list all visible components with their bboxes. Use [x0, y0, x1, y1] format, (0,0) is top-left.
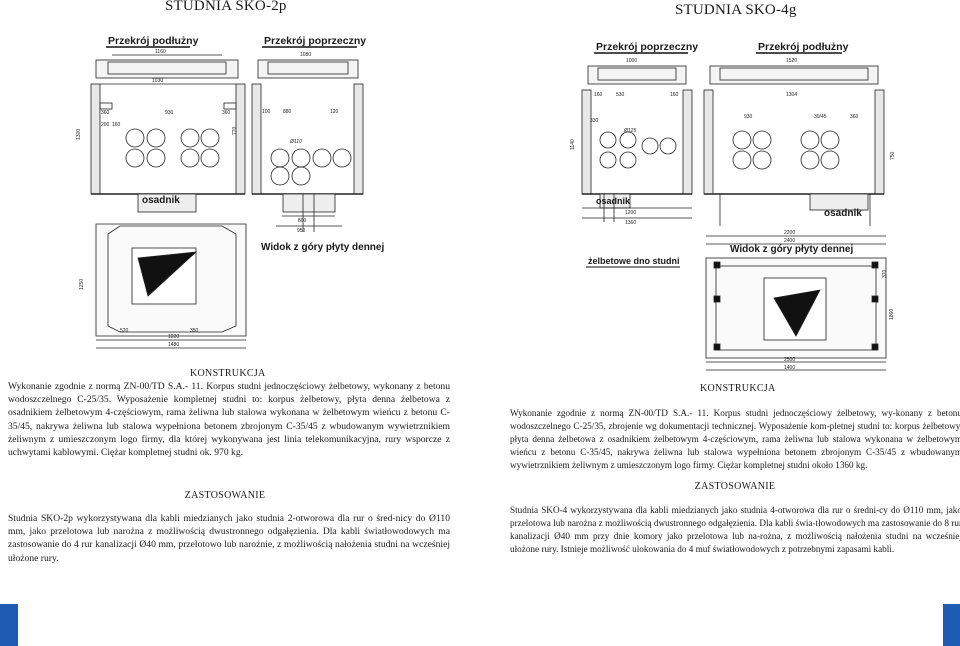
right-edge-tab: [943, 604, 960, 646]
left-konstrukcja-text: Wykonanie zgodnie z normą ZN-00/TD S.A.-…: [8, 381, 450, 459]
svg-text:160: 160: [670, 92, 679, 98]
svg-text:1250: 1250: [79, 279, 85, 290]
left-long-dims: 1160 1030 360 930 360 200 160 1300: [76, 49, 231, 140]
right-top-view-label: Widok z góry płyty dennej: [730, 244, 853, 255]
right-sump-label: osadnik: [596, 196, 631, 206]
right-long-sump-label: osadnik: [824, 208, 862, 219]
svg-text:770: 770: [232, 126, 238, 135]
right-top-dims: 2200 2400 2500 1400 1860 370: [784, 230, 895, 371]
svg-text:2200: 2200: [784, 230, 795, 236]
right-bottom-label: żelbetowe dno studni: [588, 256, 680, 266]
left-top-view: [95, 223, 247, 349]
left-zastosowanie-heading: ZASTOSOWANIE: [184, 490, 266, 501]
svg-text:360: 360: [101, 110, 110, 116]
left-sump-label: osadnik: [142, 195, 180, 206]
right-cross-section: [581, 65, 693, 222]
right-long-section-label: Przekrój podłużny: [758, 41, 849, 53]
svg-text:1860: 1860: [889, 309, 895, 320]
right-title: STUDNIA SKO-4g: [675, 2, 797, 18]
svg-text:530: 530: [616, 92, 625, 98]
svg-text:1480: 1480: [168, 342, 179, 348]
svg-text:1000: 1000: [626, 58, 637, 64]
right-top-view: [705, 235, 887, 371]
svg-text:370: 370: [882, 269, 888, 278]
left-title: STUDNIA SKO-2p: [165, 0, 287, 14]
right-zastosowanie-text: Studnia SKO-4 wykorzystywana dla kabli m…: [510, 505, 960, 554]
svg-text:1160: 1160: [155, 49, 166, 55]
svg-text:2500: 2500: [784, 357, 795, 363]
right-long-dims: 1520 1304 930 30/45 360 750: [744, 58, 896, 160]
svg-text:1080: 1080: [300, 52, 311, 58]
left-drawing: Przekrój podłużny Przekrój poprzeczny os…: [76, 35, 384, 349]
right-long-section: [703, 65, 885, 226]
svg-text:1140: 1140: [570, 139, 576, 150]
svg-text:160: 160: [594, 92, 603, 98]
right-cross-dims: 1000 160 530 160 330 1200 1360 1140: [570, 58, 679, 226]
svg-text:520: 520: [120, 328, 129, 334]
svg-text:1520: 1520: [786, 58, 797, 64]
left-long-section: [90, 54, 246, 213]
svg-text:1360: 1360: [625, 220, 636, 226]
left-top-view-label: Widok z góry płyty dennej: [261, 242, 384, 253]
svg-text:330: 330: [590, 118, 599, 124]
right-konstrukcja-text: Wykonanie zgodnie z normą ZN-00/TD S.A.-…: [510, 408, 960, 470]
left-pipe-label: Ø110: [289, 139, 302, 145]
left-cross-section-label: Przekrój poprzeczny: [264, 35, 366, 47]
svg-text:350: 350: [190, 328, 199, 334]
svg-text:120: 120: [330, 109, 339, 115]
svg-text:160: 160: [112, 122, 121, 128]
svg-text:1030: 1030: [152, 78, 163, 84]
right-konstrukcja-heading: KONSTRUKCJA: [700, 383, 776, 394]
svg-text:360: 360: [222, 110, 231, 116]
svg-text:930: 930: [744, 114, 753, 120]
svg-text:200: 200: [101, 122, 110, 128]
svg-text:100: 100: [262, 109, 271, 115]
svg-text:1400: 1400: [784, 365, 795, 371]
svg-text:2400: 2400: [784, 238, 795, 244]
svg-text:30/45: 30/45: [814, 114, 827, 120]
right-cross-section-label: Przekrój poprzeczny: [596, 41, 698, 53]
left-top-dims: 1220 1480 520 350 1250: [79, 279, 199, 348]
left-edge-tab: [0, 604, 18, 646]
svg-text:750: 750: [890, 151, 896, 160]
right-pipe-label: Ø125: [623, 128, 636, 134]
svg-text:1220: 1220: [168, 334, 179, 340]
left-cross-dims: 1080 100 880 120 770 800 950: [232, 52, 339, 234]
svg-text:950: 950: [297, 228, 306, 234]
right-drawing: Przekrój poprzeczny Przekrój podłużny Ø1…: [570, 41, 896, 371]
svg-text:800: 800: [298, 218, 307, 224]
svg-text:930: 930: [165, 110, 174, 116]
right-zastosowanie-heading: ZASTOSOWANIE: [694, 481, 776, 492]
left-konstrukcja-heading: KONSTRUKCJA: [190, 368, 266, 379]
svg-text:880: 880: [283, 109, 292, 115]
left-long-section-label: Przekrój podłużny: [108, 35, 199, 47]
svg-text:1300: 1300: [76, 129, 82, 140]
svg-text:360: 360: [850, 114, 859, 120]
svg-text:1200: 1200: [625, 210, 636, 216]
left-zastosowanie-text: Studnia SKO-2p wykorzystywana dla kabli …: [8, 513, 450, 564]
svg-text:1304: 1304: [786, 92, 797, 98]
left-cross-section: [251, 59, 364, 232]
